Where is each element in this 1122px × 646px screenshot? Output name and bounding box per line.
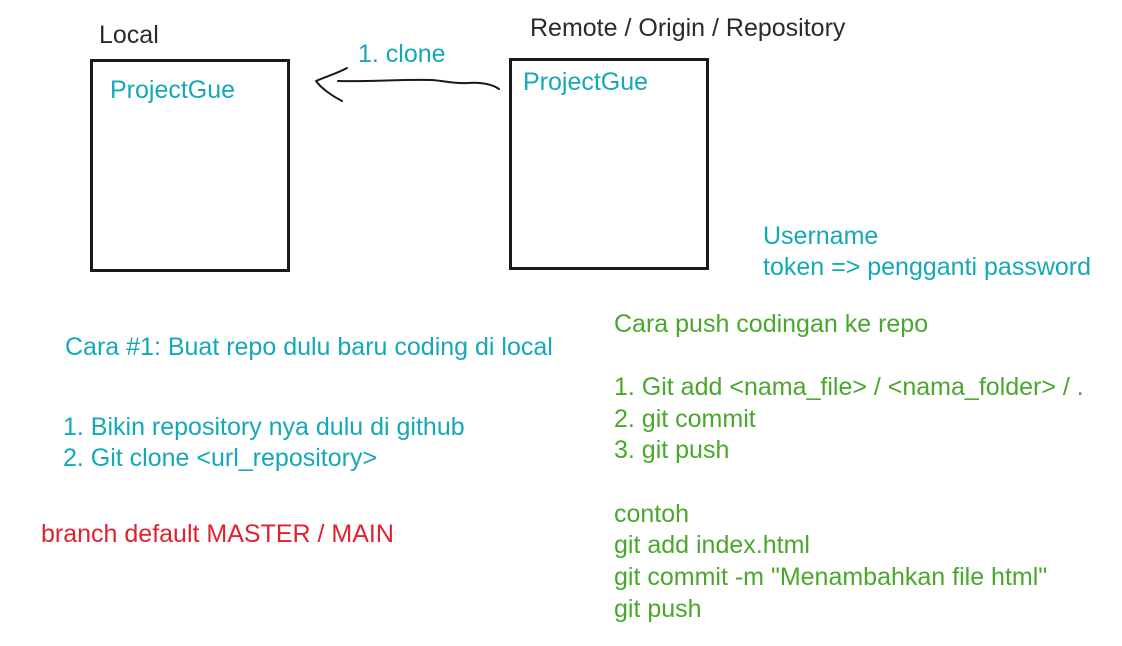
push-title: Cara push codingan ke repo [614, 310, 929, 338]
local-folder-label: ProjectGue [110, 76, 236, 104]
branch-note: branch default MASTER / MAIN [41, 520, 394, 548]
local-heading: Local [99, 21, 159, 49]
remote-heading: Remote / Origin / Repository [530, 14, 846, 42]
credentials-username: Username [763, 222, 879, 250]
push-step-3: 3. git push [614, 436, 730, 464]
credentials-token: token => pengganti password [763, 253, 1092, 281]
remote-folder-label: ProjectGue [523, 68, 649, 96]
push-step-1: 1. Git add <nama_file> / <nama_folder> /… [614, 373, 1084, 401]
example-line-2: git commit -m "Menambahkan file html" [614, 563, 1048, 591]
example-line-1: git add index.html [614, 531, 810, 559]
example-title: contoh [614, 500, 690, 528]
push-step-2: 2. git commit [614, 405, 756, 433]
method1-title: Cara #1: Buat repo dulu baru coding di l… [65, 333, 553, 361]
clone-arrow-label: 1. clone [358, 40, 446, 68]
method1-step-2: 2. Git clone <url_repository> [63, 444, 378, 472]
example-line-3: git push [614, 595, 702, 623]
method1-step-1: 1. Bikin repository nya dulu di github [63, 413, 465, 441]
remote-folder-box [509, 58, 709, 270]
local-folder-box [90, 59, 290, 272]
